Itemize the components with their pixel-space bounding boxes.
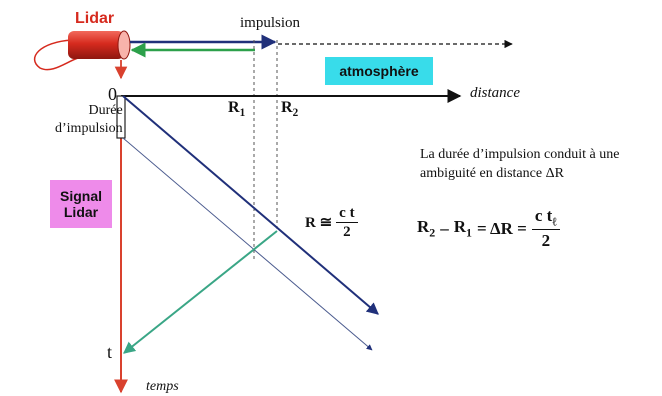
ambiguity-r1-sub: 1 (466, 224, 472, 239)
t-label: t (107, 342, 113, 362)
ambiguity-r2-sub: 2 (429, 224, 436, 239)
pulse-duration-box (116, 95, 126, 139)
ambiguity-note-line1: La durée d’impulsion conduit à une (420, 147, 620, 162)
ambiguity-formula-numerator: c tℓ (531, 206, 560, 231)
range-formula: R ≅ c t 2 (305, 206, 358, 240)
ambiguity-formula-r2: R2 (417, 218, 435, 239)
ambiguity-formula-r1: R1 (454, 218, 472, 239)
ambiguity-r1-base: R (453, 216, 467, 236)
pulse-duration-line1: Durée (88, 103, 123, 118)
range-formula-denominator: 2 (343, 224, 351, 240)
ambiguity-note: La durée d’impulsion conduit à une ambig… (420, 146, 660, 184)
ambiguity-formula-denominator: 2 (541, 231, 551, 251)
atmosphere-text: atmosphère (339, 63, 419, 79)
ambiguity-formula: R2 – R1 = ΔR = c tℓ 2 (417, 207, 560, 249)
time-axis-label: temps (146, 379, 179, 394)
ambiguity-formula-minus: – (440, 218, 449, 238)
range-formula-fraction: c t 2 (336, 206, 358, 240)
r1-label: R1 (228, 100, 245, 119)
pulse-trailing-trajectory (122, 137, 373, 351)
r2-label: R2 (281, 100, 298, 119)
impulsion-label: impulsion (240, 15, 301, 31)
r1-sub: 1 (239, 107, 246, 120)
ambiguity-r2-base: R (417, 216, 430, 236)
origin-label: 0 (108, 84, 117, 104)
signal-line1: Signal (59, 187, 102, 204)
ambiguity-num-text: c t (534, 206, 553, 225)
lidar-device-icon (33, 30, 131, 80)
distance-axis-label: distance (470, 85, 520, 101)
ambiguity-note-line2: ambiguité en distance ΔR (420, 165, 564, 181)
ambiguity-formula-equals: = ΔR = (476, 218, 527, 238)
r2-sub: 2 (292, 107, 299, 120)
range-formula-numerator: c t (336, 206, 358, 223)
signal-lidar-label: Signal Lidar (50, 180, 112, 228)
ambiguity-num-sub: ℓ (552, 214, 557, 229)
lidar-label: Lidar (75, 10, 115, 27)
range-formula-lhs: R ≅ (305, 214, 333, 231)
pulse-duration-label: Durée d’impulsion (55, 102, 123, 138)
ambiguity-formula-fraction: c tℓ 2 (531, 206, 560, 251)
pulse-leading-trajectory (122, 95, 379, 315)
pulse-duration-line2: d’impulsion (55, 121, 123, 137)
r2-base: R (281, 99, 293, 116)
atmosphere-label: atmosphère (325, 57, 433, 85)
r1-base: R (228, 99, 240, 116)
return-trajectory (123, 230, 278, 354)
signal-line2: Lidar (63, 204, 99, 220)
